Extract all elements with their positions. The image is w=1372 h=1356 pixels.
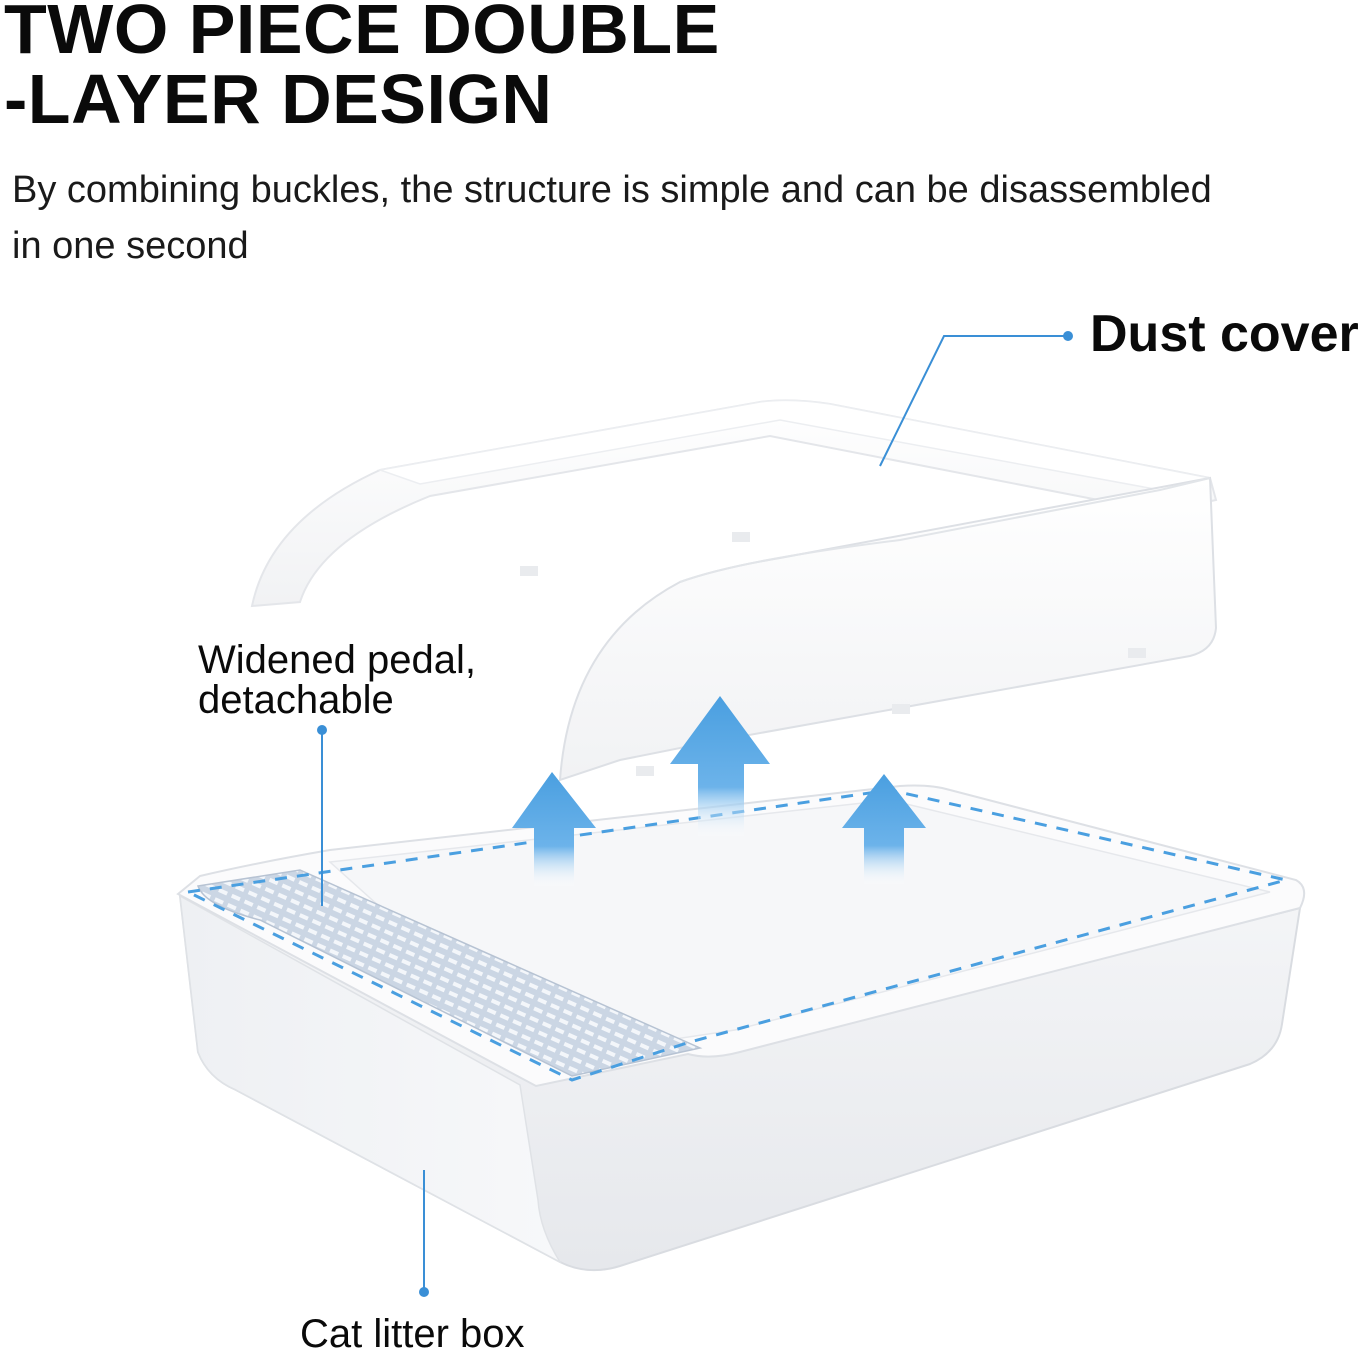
leader-litter-box bbox=[419, 1170, 429, 1297]
leader-dot-icon bbox=[317, 725, 327, 735]
subtitle: By combining buckles, the structure is s… bbox=[12, 169, 1212, 267]
up-arrow-icon bbox=[670, 696, 770, 836]
up-arrow-icon bbox=[512, 772, 596, 886]
leader-dot-icon bbox=[1063, 331, 1073, 341]
label-pedal: Widened pedal, detachable bbox=[198, 638, 476, 722]
leader-pedal bbox=[317, 725, 327, 906]
headline: TWO PIECE DOUBLE -LAYER DESIGN bbox=[4, 0, 720, 134]
label-litter-box: Cat litter box bbox=[300, 1312, 525, 1356]
leader-dust-cover bbox=[879, 331, 1073, 467]
litter-box bbox=[176, 784, 1306, 1272]
label-dust-cover: Dust cover bbox=[1090, 305, 1359, 363]
headline-line-2: -LAYER DESIGN bbox=[4, 60, 553, 138]
headline-line-1: TWO PIECE DOUBLE bbox=[4, 0, 720, 68]
pedal-grate bbox=[196, 869, 703, 1077]
leader-dot-icon bbox=[419, 1287, 429, 1297]
up-arrow-icon bbox=[842, 774, 926, 884]
